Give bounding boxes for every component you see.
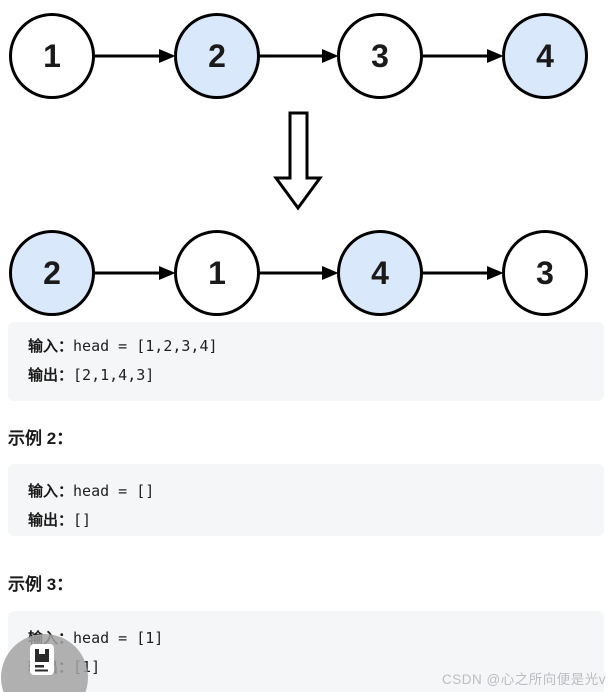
arrow-right-icon — [258, 49, 339, 63]
arrow-right-icon — [421, 266, 504, 280]
output-value: [] — [73, 511, 92, 529]
node-value: 4 — [371, 255, 389, 291]
output-label: 输出： — [28, 367, 74, 384]
output-value: [2,1,4,3] — [73, 366, 155, 384]
example-3-heading: 示例 3： — [8, 575, 74, 594]
linked-list-before: 1 2 3 4 — [9, 13, 588, 99]
node-value: 2 — [208, 38, 226, 74]
list-node: 2 — [9, 230, 95, 316]
list-node: 4 — [337, 230, 423, 316]
example-input-line: 输入：head = [1] — [28, 624, 584, 653]
list-node: 2 — [174, 13, 260, 99]
example-output-line: 输出：[] — [28, 506, 584, 535]
list-node: 3 — [502, 230, 588, 316]
watermark-avatar — [1, 634, 88, 692]
example-2-io-block: 输入：head = [] 输出：[] — [8, 464, 604, 536]
example-output-line: 输出：[2,1,4,3] — [28, 361, 584, 390]
arrow-right-icon — [93, 266, 176, 280]
arrow-right-icon — [421, 49, 504, 63]
example-input-line: 输入：head = [] — [28, 477, 584, 506]
transform-down-arrow-icon — [273, 111, 323, 211]
node-value: 4 — [536, 38, 554, 74]
input-label: 输入： — [28, 483, 74, 500]
input-value: head = [] — [73, 482, 155, 500]
node-circle — [502, 230, 588, 316]
watermark-text: CSDN @心之所向便是光v — [442, 672, 606, 687]
example-input-line: 输入：head = [1,2,3,4] — [28, 332, 584, 361]
node-value: 3 — [536, 255, 554, 291]
arrow-right-icon — [93, 49, 176, 63]
example-2-heading: 示例 2： — [8, 429, 74, 448]
input-value: head = [1,2,3,4] — [73, 337, 218, 355]
list-node: 1 — [9, 13, 95, 99]
node-value: 3 — [371, 38, 389, 74]
node-value: 1 — [43, 38, 61, 74]
csdn-logo-icon — [30, 644, 54, 675]
input-value: head = [1] — [73, 629, 164, 647]
input-label: 输入： — [28, 338, 74, 355]
arrow-right-icon — [258, 266, 339, 280]
output-label: 输出： — [28, 512, 74, 529]
list-node: 1 — [174, 230, 260, 316]
node-value: 1 — [208, 255, 226, 291]
linked-list-after: 2 1 4 3 — [9, 230, 588, 316]
example-1-io-block: 输入：head = [1,2,3,4] 输出：[2,1,4,3] — [8, 322, 604, 401]
list-node: 3 — [337, 13, 423, 99]
node-circle — [502, 13, 588, 99]
list-node: 4 — [502, 13, 588, 99]
node-value: 2 — [43, 255, 61, 291]
